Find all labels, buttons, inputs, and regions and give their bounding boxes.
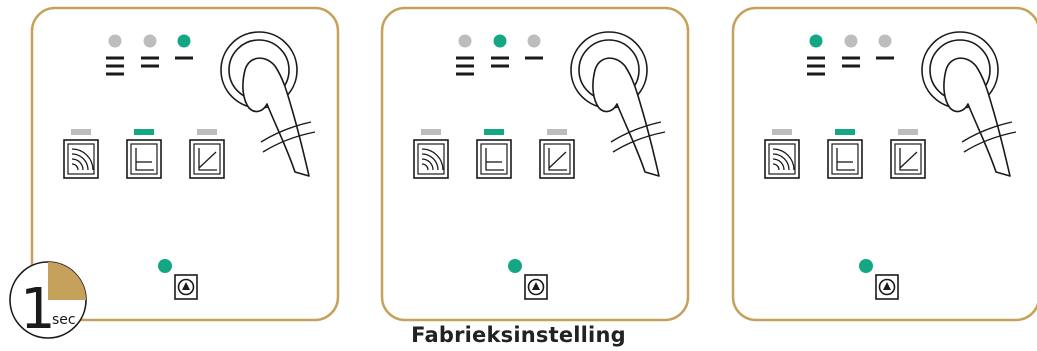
caption: Fabrieksinstelling [0, 323, 1037, 347]
finger-press-icon [944, 58, 1016, 176]
finger-press-icon [243, 58, 315, 176]
level-led-2 [845, 35, 858, 48]
level-led-3 [528, 35, 541, 48]
proportional-pressure-icon [190, 140, 224, 178]
panel-2 [382, 8, 688, 320]
constant-pressure-icon [127, 140, 161, 178]
pump-led [508, 259, 522, 273]
level-led-2-active [494, 35, 507, 48]
radiator-icon [414, 140, 448, 178]
mode-indicator-1 [772, 129, 792, 135]
panel-3 [733, 8, 1037, 320]
mode-indicator-2-active [134, 129, 154, 135]
two-bars-icon [842, 58, 860, 66]
level-led-3 [879, 35, 892, 48]
mode-indicator-3 [547, 129, 567, 135]
proportional-pressure-icon [540, 140, 574, 178]
radiator-icon [765, 140, 799, 178]
pump-icon [876, 275, 898, 299]
level-led-2 [144, 35, 157, 48]
mode-indicator-3 [898, 129, 918, 135]
pump-led [158, 259, 172, 273]
proportional-pressure-icon [891, 140, 925, 178]
pump-icon [175, 275, 197, 299]
level-led-3-active [178, 35, 191, 48]
mode-indicator-1 [71, 129, 91, 135]
mode-indicator-2-active [835, 129, 855, 135]
three-bars-icon [807, 58, 825, 74]
constant-pressure-icon [828, 140, 862, 178]
level-led-1 [459, 35, 472, 48]
level-led-1 [109, 35, 122, 48]
two-bars-icon [141, 58, 159, 66]
finger-press-icon [593, 58, 665, 176]
level-led-1-active [810, 35, 823, 48]
panel-frame [733, 8, 1037, 320]
mode-indicator-2-active [484, 129, 504, 135]
panel-1 [32, 8, 338, 320]
constant-pressure-icon [477, 140, 511, 178]
mode-indicator-3 [197, 129, 217, 135]
pump-icon [525, 275, 547, 299]
two-bars-icon [491, 58, 509, 66]
three-bars-icon [106, 58, 124, 74]
three-bars-icon [456, 58, 474, 74]
mode-indicator-1 [421, 129, 441, 135]
radiator-icon [64, 140, 98, 178]
pump-led [859, 259, 873, 273]
